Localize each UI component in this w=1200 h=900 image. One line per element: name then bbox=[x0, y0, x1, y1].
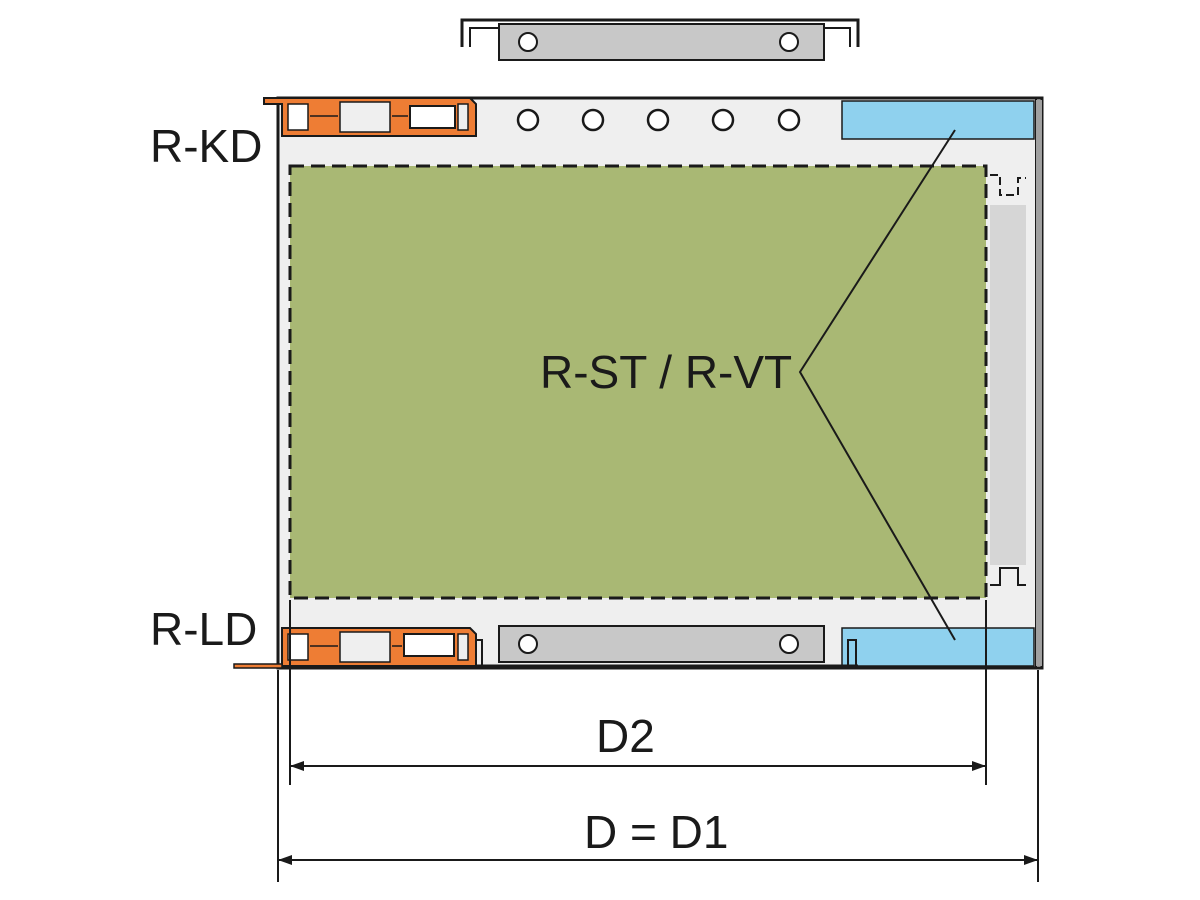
profile-r-kd bbox=[263, 97, 477, 137]
card-guide-bottom bbox=[841, 627, 1035, 667]
label-r-kd: R-KD bbox=[150, 120, 262, 172]
bottom-rail bbox=[470, 625, 858, 668]
card-guide-top bbox=[841, 100, 1035, 140]
label-d-d1: D = D1 bbox=[584, 806, 728, 858]
profile-r-ld bbox=[233, 627, 477, 669]
label-r-st-vt: R-ST / R-VT bbox=[540, 346, 792, 398]
top-rail-bracket bbox=[460, 18, 860, 61]
leader-lines bbox=[798, 129, 956, 641]
label-d2: D2 bbox=[596, 710, 655, 762]
card-area bbox=[288, 164, 988, 600]
dimension-lines bbox=[277, 600, 1039, 882]
rear-connector-area bbox=[990, 174, 1026, 586]
mounting-holes bbox=[516, 108, 801, 132]
label-r-ld: R-LD bbox=[150, 603, 257, 655]
